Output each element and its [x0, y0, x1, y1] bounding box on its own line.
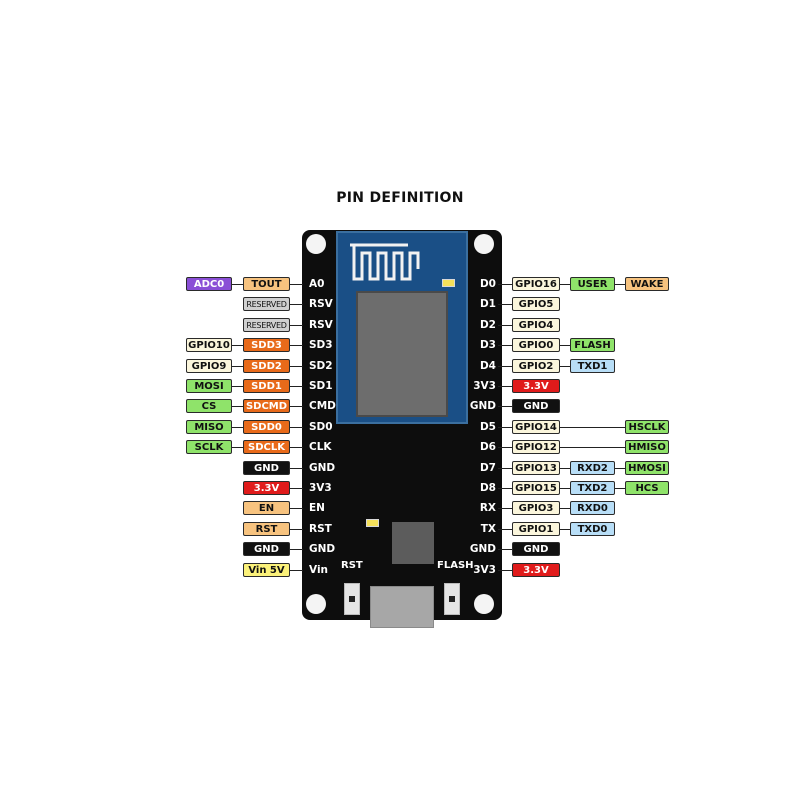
pin-tag-left: ADC0 — [186, 277, 232, 291]
pin-tag-left: SDD0 — [243, 420, 290, 434]
pin-tag-right: HMOSI — [625, 461, 669, 475]
pin-tag-right: 3.3V — [512, 379, 560, 393]
pin-label-right: D4 — [479, 360, 496, 372]
esp8266-module — [336, 231, 468, 424]
pin-tag-right: GPIO14 — [512, 420, 560, 434]
pin-tag-left: SDD3 — [243, 338, 290, 352]
pin-tag-right: RXD2 — [570, 461, 615, 475]
pin-tag-right: GPIO2 — [512, 359, 560, 373]
pin-tag-left: GPIO9 — [186, 359, 232, 373]
pin-label-right: D6 — [479, 441, 496, 453]
pin-label-right: 3V3 — [473, 564, 496, 576]
pin-label-left: RSV — [309, 319, 333, 331]
pin-label-right: GND — [469, 543, 496, 555]
module-led — [442, 279, 455, 287]
mounting-hole — [474, 594, 494, 614]
pin-label-left: EN — [309, 502, 325, 514]
pin-tag-right: TXD1 — [570, 359, 615, 373]
antenna-trace — [350, 243, 420, 281]
pin-tag-left: MOSI — [186, 379, 232, 393]
pin-tag-left: SDD1 — [243, 379, 290, 393]
pin-label-right: D3 — [479, 339, 496, 351]
pin-label-right: D0 — [479, 278, 496, 290]
pin-label-right: D7 — [479, 462, 496, 474]
pin-tag-left: RESERVED — [243, 318, 290, 332]
pin-label-left: RST — [309, 523, 332, 535]
pin-tag-left: Vin 5V — [243, 563, 290, 577]
pin-tag-right: GPIO15 — [512, 481, 560, 495]
mounting-hole — [474, 234, 494, 254]
pin-tag-right: USER — [570, 277, 615, 291]
pin-label-left: SD0 — [309, 421, 333, 433]
pin-label-left: CMD — [309, 400, 336, 412]
pin-tag-left: SDCMD — [243, 399, 290, 413]
connector-line — [498, 427, 659, 428]
pin-label-right: RX — [479, 502, 496, 514]
pin-tag-right: GPIO16 — [512, 277, 560, 291]
pin-label-right: D2 — [479, 319, 496, 331]
flash-label: FLASH — [437, 560, 474, 571]
pin-tag-right: GPIO3 — [512, 501, 560, 515]
board-led — [366, 519, 379, 527]
mounting-hole — [306, 234, 326, 254]
micro-usb-connector — [370, 586, 434, 628]
pin-tag-left: SCLK — [186, 440, 232, 454]
connector-line — [498, 447, 659, 448]
pin-tag-right: RXD0 — [570, 501, 615, 515]
pin-label-left: SD3 — [309, 339, 333, 351]
pin-tag-left: EN — [243, 501, 290, 515]
pin-tag-left: GPIO10 — [186, 338, 232, 352]
pin-tag-right: FLASH — [570, 338, 615, 352]
flash-button[interactable] — [444, 583, 460, 615]
usb-uart-chip — [392, 522, 434, 564]
pin-tag-left: CS — [186, 399, 232, 413]
rst-label: RST — [341, 560, 363, 571]
pin-tag-right: HSCLK — [625, 420, 669, 434]
pin-tag-right: GND — [512, 542, 560, 556]
pin-label-left: A0 — [309, 278, 325, 290]
page-title: PIN DEFINITION — [336, 190, 464, 206]
pin-tag-right: GPIO1 — [512, 522, 560, 536]
pin-label-left: GND — [309, 543, 336, 555]
pin-tag-right: TXD0 — [570, 522, 615, 536]
pin-label-right: TX — [480, 523, 496, 535]
pin-tag-left: GND — [243, 461, 290, 475]
pin-label-right: D8 — [479, 482, 496, 494]
pin-tag-left: SDCLK — [243, 440, 290, 454]
pin-label-right: D1 — [479, 298, 496, 310]
pin-tag-left: 3.3V — [243, 481, 290, 495]
pin-tag-left: TOUT — [243, 277, 290, 291]
pin-label-right: GND — [469, 400, 496, 412]
mounting-hole — [306, 594, 326, 614]
pin-tag-right: GPIO0 — [512, 338, 560, 352]
pin-tag-right: GND — [512, 399, 560, 413]
pin-label-left: SD1 — [309, 380, 333, 392]
pin-tag-right: 3.3V — [512, 563, 560, 577]
pin-tag-right: WAKE — [625, 277, 669, 291]
pin-label-right: 3V3 — [473, 380, 496, 392]
pin-tag-right: GPIO12 — [512, 440, 560, 454]
pin-tag-right: TXD2 — [570, 481, 615, 495]
rst-button[interactable] — [344, 583, 360, 615]
pin-label-right: D5 — [479, 421, 496, 433]
pin-tag-right: HMISO — [625, 440, 669, 454]
pin-tag-left: RESERVED — [243, 297, 290, 311]
pin-tag-left: MISO — [186, 420, 232, 434]
pin-tag-left: GND — [243, 542, 290, 556]
pin-tag-left: RST — [243, 522, 290, 536]
pin-tag-left: SDD2 — [243, 359, 290, 373]
pin-tag-right: GPIO5 — [512, 297, 560, 311]
pin-label-left: SD2 — [309, 360, 333, 372]
pin-tag-right: GPIO4 — [512, 318, 560, 332]
pin-label-left: Vin — [309, 564, 329, 576]
pin-label-left: RSV — [309, 298, 333, 310]
pin-label-left: CLK — [309, 441, 332, 453]
rf-shield — [356, 291, 448, 417]
pin-label-left: GND — [309, 462, 336, 474]
pin-tag-right: GPIO13 — [512, 461, 560, 475]
pin-tag-right: HCS — [625, 481, 669, 495]
pin-label-left: 3V3 — [309, 482, 332, 494]
